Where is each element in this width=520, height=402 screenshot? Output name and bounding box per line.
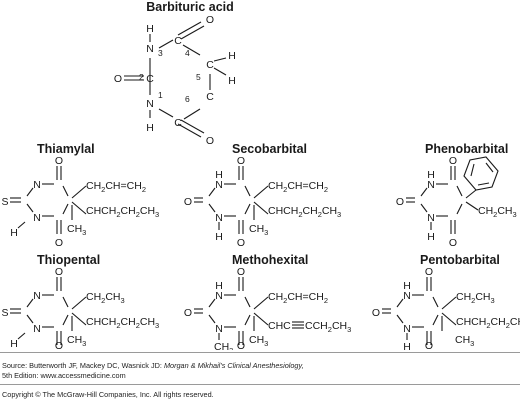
ring-number-2: 2 [139, 72, 144, 82]
atom-h: H [215, 169, 223, 181]
methohexital-alkyne-right: CCH2CH3 [305, 320, 351, 334]
pentobarbital-pentyl: CHCH2CH2CH3 [456, 316, 520, 330]
atom-o: O [55, 340, 63, 350]
barbituric-acid-structure: Barbituric acid H N C O O C C H H C [114, 0, 236, 147]
ring-number-1: 1 [158, 90, 163, 100]
atom-o: O [206, 14, 214, 26]
atom-c: C [206, 59, 214, 71]
methohexital-structure: Methohexital O N H O N CH3 O CH2CH=CH2 C… [184, 253, 351, 350]
atom-n: N [427, 179, 435, 191]
atom-c: C [174, 35, 182, 47]
atom-n: N [146, 98, 154, 110]
atom-h: H [427, 231, 435, 243]
thiopental-structure: Thiopental O N S N H O CH2CH3 CHCH2CH2CH… [1, 253, 159, 350]
atom-s: S [1, 196, 8, 208]
thiamylal-title: Thiamylal [37, 142, 95, 156]
atom-n: N [215, 179, 223, 191]
atom-o: O [372, 307, 380, 319]
atom-h: H [427, 169, 435, 181]
atom-o: O [114, 73, 122, 85]
atom-h: H [215, 280, 223, 292]
atom-o: O [396, 196, 404, 208]
secobarbital-methyl: CH3 [249, 223, 268, 237]
thiopental-pentyl: CHCH2CH2CH3 [86, 316, 159, 330]
atom-o: O [184, 307, 192, 319]
ring-number-5: 5 [196, 72, 201, 82]
atom-o: O [237, 237, 245, 249]
atom-n: N [215, 290, 223, 302]
pentobarbital-structure: Pentobarbital O N H O N H O CH2CH3 CHCH2… [372, 253, 520, 350]
atom-o: O [449, 155, 457, 167]
atom-h: H [10, 338, 18, 350]
phenobarbital-structure: Phenobarbital O N H O N H O CH2CH3 [396, 142, 517, 249]
methohexital-alkyne-left: CHC [268, 320, 291, 332]
barbituric-acid-title: Barbituric acid [146, 0, 234, 14]
atom-c: C [206, 91, 214, 103]
atom-h: H [403, 341, 411, 350]
atom-s: S [1, 307, 8, 319]
thiamylal-methyl: CH3 [67, 223, 86, 237]
source-citation: Source: Butterworth JF, Mackey DC, Wasni… [2, 361, 304, 380]
atom-n: N [427, 212, 435, 224]
thiamylal-structure: Thiamylal O N S N H O CH2CH=CH2 CHCH2CH2… [1, 142, 159, 249]
atom-n: N [215, 212, 223, 224]
methohexital-allyl: CH2CH=CH2 [268, 291, 328, 305]
atom-h: H [403, 280, 411, 292]
footer-divider [0, 352, 520, 353]
atom-n: N [215, 323, 223, 335]
atom-n: N [33, 179, 41, 191]
phenobarbital-title: Phenobarbital [425, 142, 508, 156]
atom-o: O [206, 135, 214, 147]
atom-o: O [55, 266, 63, 278]
atom-c: C [146, 73, 154, 85]
methohexital-title: Methohexital [232, 253, 308, 267]
atom-h: H [215, 231, 223, 243]
pentobarbital-ethyl: CH2CH3 [456, 291, 495, 305]
pentobarbital-title: Pentobarbital [420, 253, 500, 267]
atom-n: N [33, 290, 41, 302]
footer-divider-2 [0, 384, 520, 385]
copyright-notice: Copyright © The McGraw-Hill Companies, I… [2, 390, 214, 399]
source-book-title: Morgan & Mikhail's Clinical Anesthesiolo… [163, 361, 304, 370]
atom-n: N [33, 212, 41, 224]
thiamylal-substituent-1: CH2CH=CH2 [86, 180, 146, 194]
barbiturate-structures-diagram: Barbituric acid H N C O O C C H H C [1, 0, 520, 350]
thiopental-ethyl: CH2CH3 [86, 291, 125, 305]
atom-h: H [228, 75, 236, 87]
atom-o: O [55, 155, 63, 167]
atom-o: O [237, 266, 245, 278]
atom-n: N [146, 43, 154, 55]
atom-n: N [403, 290, 411, 302]
atom-o: O [237, 155, 245, 167]
atom-h: H [10, 227, 18, 239]
atom-o: O [425, 340, 433, 350]
secobarbital-structure: Secobarbital O N H O N H O CH2CH=CH2 CHC… [184, 142, 341, 249]
atom-o: O [425, 266, 433, 278]
methohexital-methyl: CH3 [249, 334, 268, 348]
source-edition-url: 5th Edition: www.accessmedicine.com [2, 370, 126, 380]
secobarbital-title: Secobarbital [232, 142, 307, 156]
atom-c: C [174, 117, 182, 129]
atom-h: H [146, 122, 154, 134]
thiopental-methyl: CH3 [67, 334, 86, 348]
atom-h: H [146, 23, 154, 35]
phenobarbital-ethyl: CH2CH3 [478, 205, 517, 219]
ring-number-4: 4 [185, 48, 190, 58]
methohexital-n-methyl: CH3 [214, 341, 233, 350]
secobarbital-substituent-1: CH2CH=CH2 [268, 180, 328, 194]
pentobarbital-methyl: CH3 [455, 334, 474, 348]
secobarbital-substituent-2: CHCH2CH2CH3 [268, 205, 341, 219]
atom-o: O [449, 237, 457, 249]
thiopental-title: Thiopental [37, 253, 100, 267]
atom-h: H [228, 50, 236, 62]
atom-n: N [403, 323, 411, 335]
ring-number-3: 3 [158, 48, 163, 58]
atom-o: O [55, 237, 63, 249]
atom-n: N [33, 323, 41, 335]
source-prefix: Source: Butterworth JF, Mackey DC, Wasni… [2, 361, 164, 370]
atom-o: O [237, 340, 245, 350]
ring-number-6: 6 [185, 94, 190, 104]
atom-o: O [184, 196, 192, 208]
thiamylal-substituent-2: CHCH2CH2CH3 [86, 205, 159, 219]
